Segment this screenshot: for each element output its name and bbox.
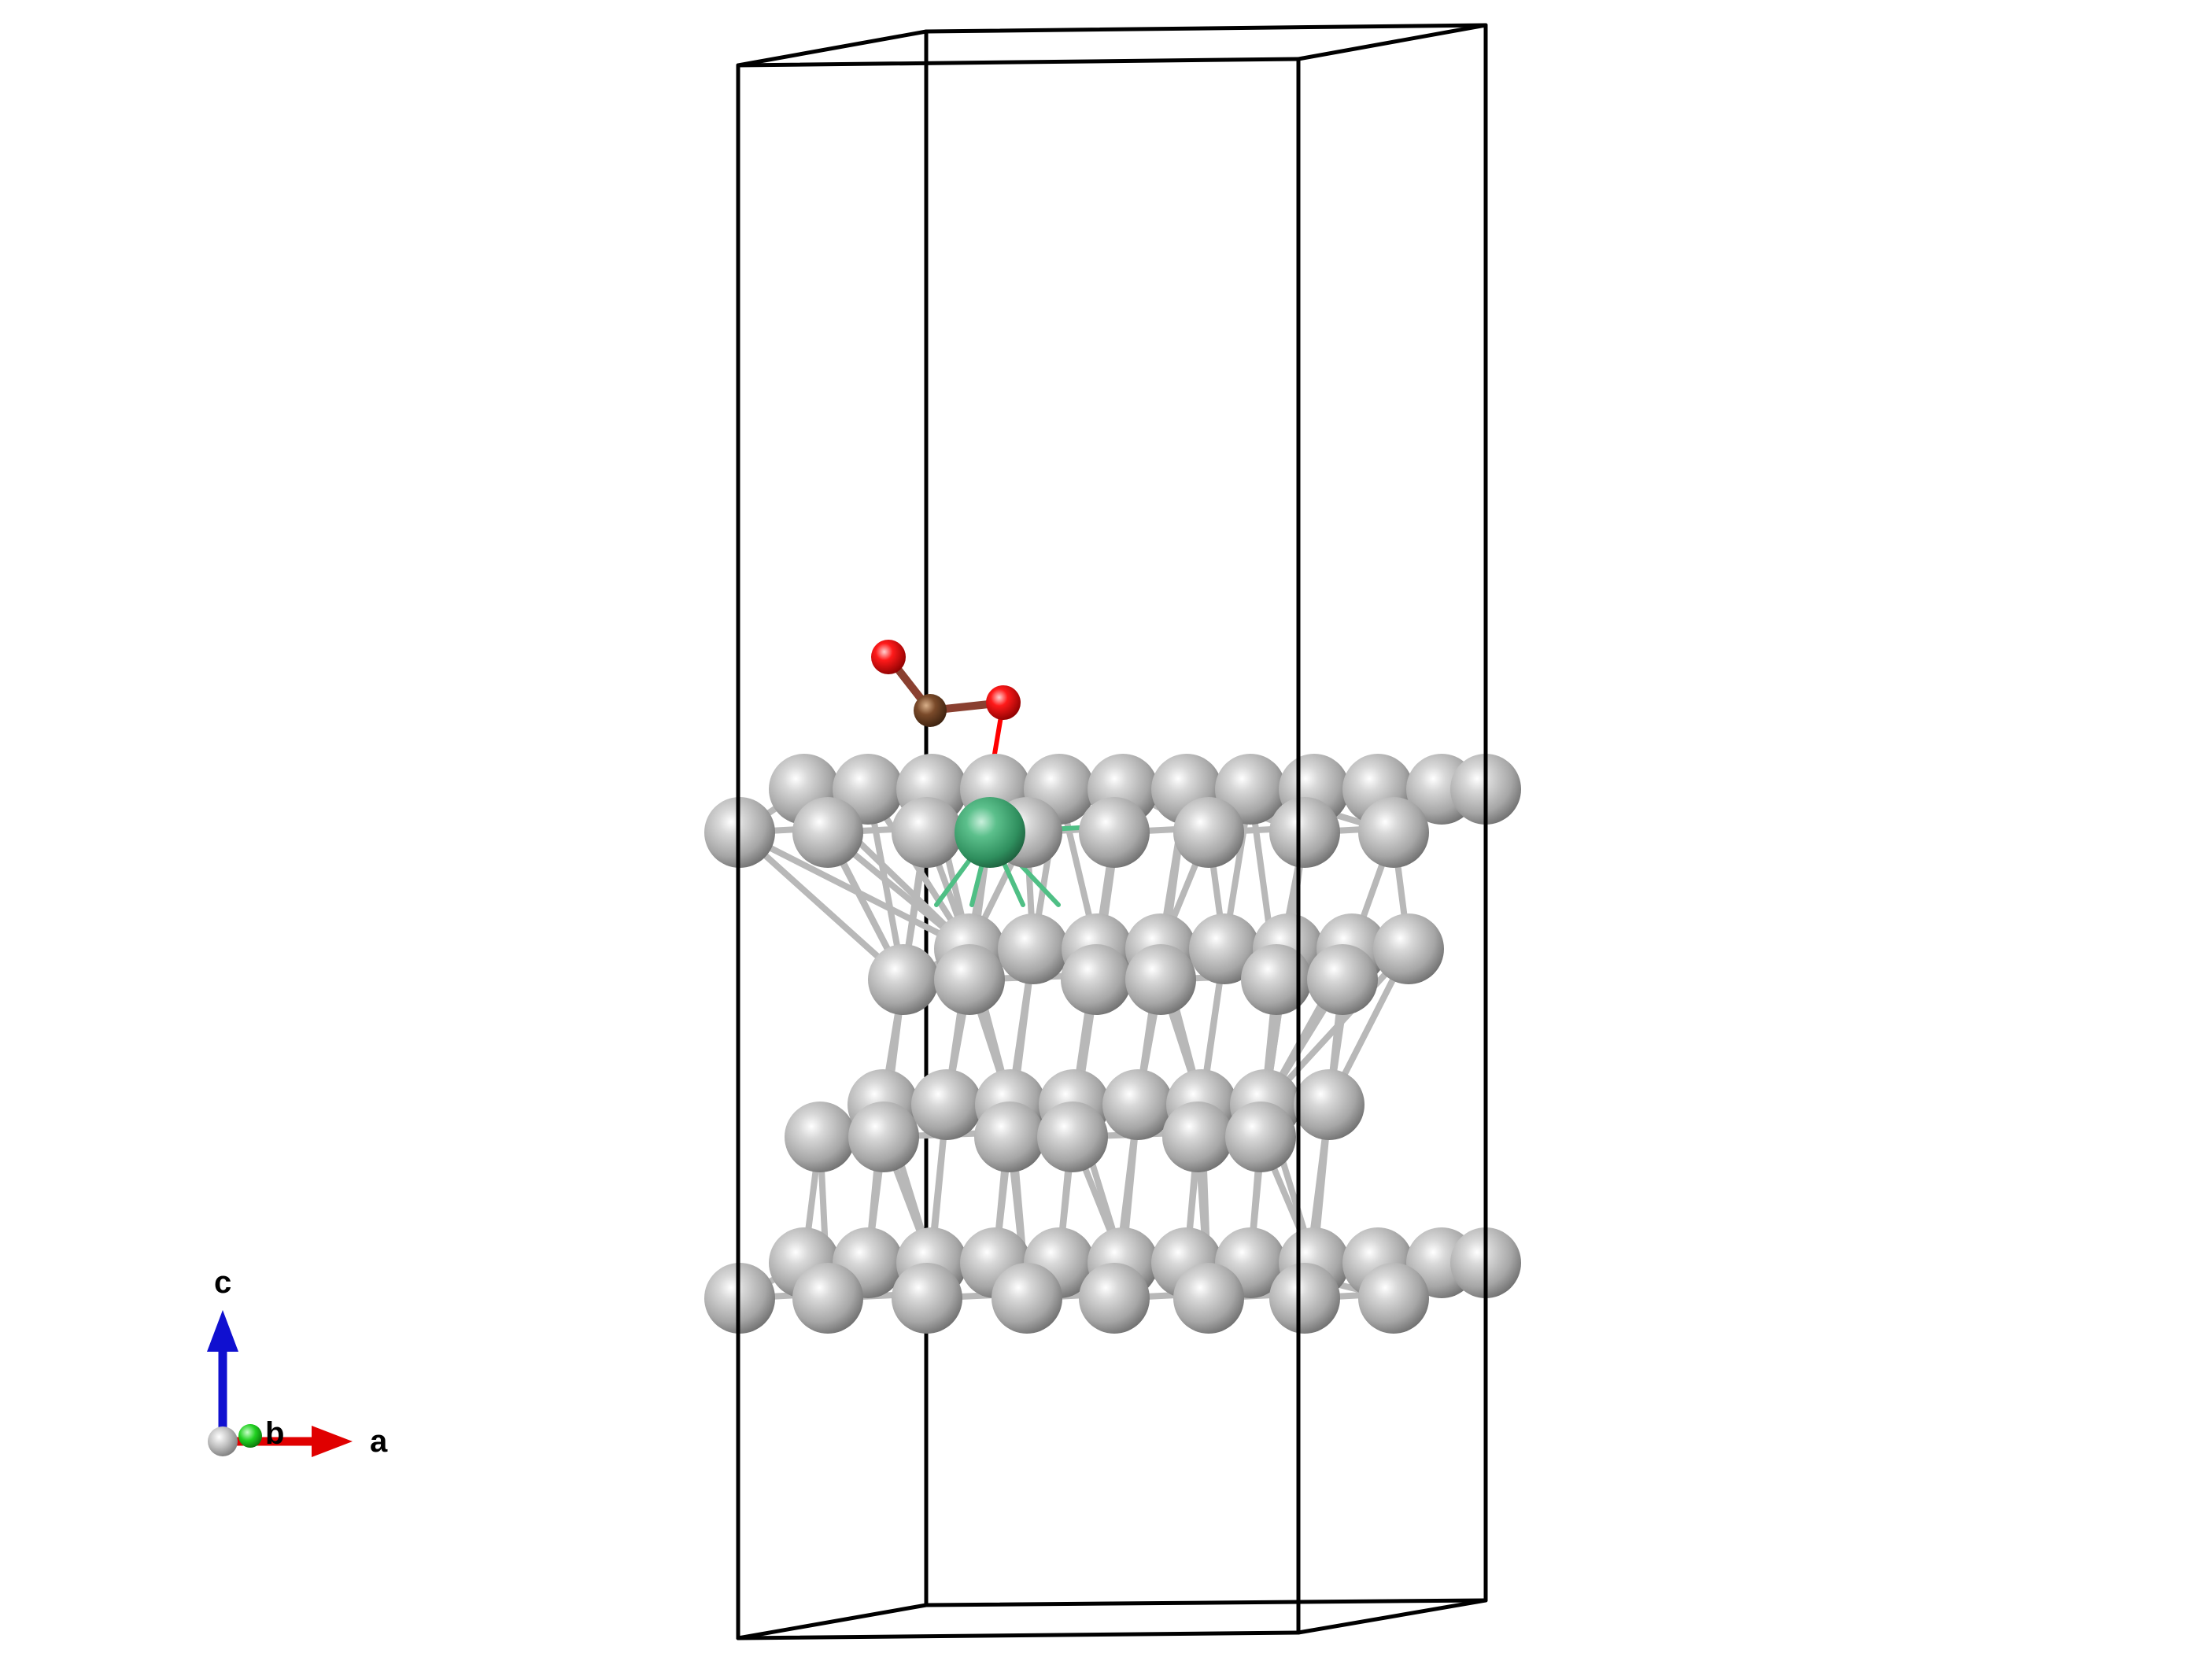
host-atom bbox=[934, 944, 1005, 1015]
b-axis-dot bbox=[238, 1424, 262, 1448]
host-atom bbox=[1079, 1263, 1150, 1334]
host-atom bbox=[785, 1102, 855, 1172]
host-bond bbox=[737, 829, 907, 983]
host-atom bbox=[1358, 797, 1429, 868]
host-atom bbox=[1358, 1263, 1429, 1334]
host-atom bbox=[1061, 944, 1132, 1015]
host-atom bbox=[792, 1263, 863, 1334]
host-atom bbox=[1294, 1069, 1364, 1140]
a-axis-arrow bbox=[223, 1426, 353, 1457]
axis-label-b: b bbox=[265, 1416, 284, 1451]
axis-indicator: c b a bbox=[207, 1265, 388, 1459]
host-atom bbox=[911, 1069, 982, 1140]
host-atom bbox=[892, 797, 962, 868]
host-atom bbox=[1079, 797, 1150, 868]
host-atom bbox=[1162, 1102, 1233, 1172]
host-atom bbox=[892, 1263, 962, 1334]
host-atom bbox=[1102, 1069, 1173, 1140]
host-atom bbox=[974, 1102, 1045, 1172]
host-atom bbox=[992, 1263, 1062, 1334]
host-atom bbox=[868, 944, 939, 1015]
host-atom bbox=[1241, 944, 1312, 1015]
host-atom bbox=[1037, 1102, 1108, 1172]
host-atom bbox=[1189, 913, 1260, 984]
host-atom bbox=[848, 1102, 919, 1172]
carbon-atom bbox=[914, 694, 947, 727]
dopant-atom bbox=[955, 797, 1025, 868]
oxygen-atom bbox=[871, 640, 906, 674]
host-atom bbox=[1307, 944, 1378, 1015]
c-axis-arrow bbox=[207, 1310, 238, 1441]
unit-cell-front-edges bbox=[736, 23, 1488, 1640]
host-atom bbox=[1173, 797, 1244, 868]
host-atom bbox=[1269, 1263, 1340, 1334]
host-atom bbox=[998, 913, 1069, 984]
host-atom bbox=[1173, 1263, 1244, 1334]
oxygen-atom bbox=[986, 685, 1021, 720]
axis-origin-sphere bbox=[208, 1426, 238, 1456]
host-atom bbox=[1225, 1102, 1296, 1172]
axis-label-a: a bbox=[370, 1424, 388, 1459]
host-atom bbox=[1373, 913, 1444, 984]
host-atom bbox=[1125, 944, 1196, 1015]
host-atom bbox=[792, 797, 863, 868]
axis-label-c: c bbox=[214, 1265, 231, 1300]
host-atom bbox=[1269, 797, 1340, 868]
